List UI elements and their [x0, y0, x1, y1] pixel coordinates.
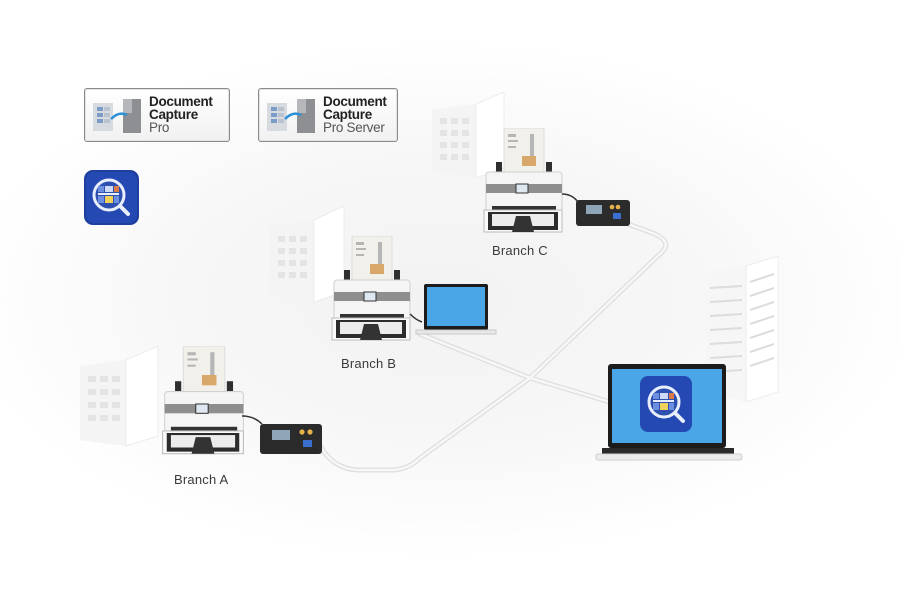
branch-c-network-panel-icon — [561, 193, 630, 226]
document-capture-pro-server-badge: Document Capture Pro Server — [258, 88, 398, 142]
link-branch-b — [417, 331, 623, 408]
badge-line2: Capture — [323, 107, 372, 122]
badge-line2: Capture — [149, 107, 198, 122]
link-branch-c — [527, 215, 669, 381]
badge-line1: Document — [149, 94, 213, 109]
badge-text: Document Capture Pro — [149, 94, 213, 135]
branch-a-network-panel-icon — [241, 415, 322, 454]
server-laptop-icon — [595, 364, 743, 461]
server-building-icon — [706, 255, 779, 403]
branch-c-scanner-icon — [483, 128, 563, 233]
branch-c-label: Branch C — [492, 243, 548, 258]
branch-b-label: Branch B — [341, 356, 397, 371]
branch-a-scanner-icon — [162, 346, 244, 455]
badge-line1: Document — [323, 94, 387, 109]
branch-a-label: Branch A — [174, 472, 229, 487]
badge-text: Document Capture Pro Server — [323, 94, 387, 135]
document-capture-pro-logo-icon — [93, 99, 141, 133]
badge-line3: Pro Server — [323, 120, 385, 135]
branch-a-building-icon — [80, 346, 159, 447]
badge-line3: Pro — [149, 120, 170, 135]
document-capture-pro-server-app-icon — [84, 170, 139, 225]
branch-b-laptop-icon — [409, 284, 497, 335]
document-capture-pro-badge: Document Capture Pro — [84, 88, 230, 142]
document-capture-pro-server-logo-icon — [267, 99, 315, 133]
branch-b-scanner-icon — [331, 236, 411, 341]
